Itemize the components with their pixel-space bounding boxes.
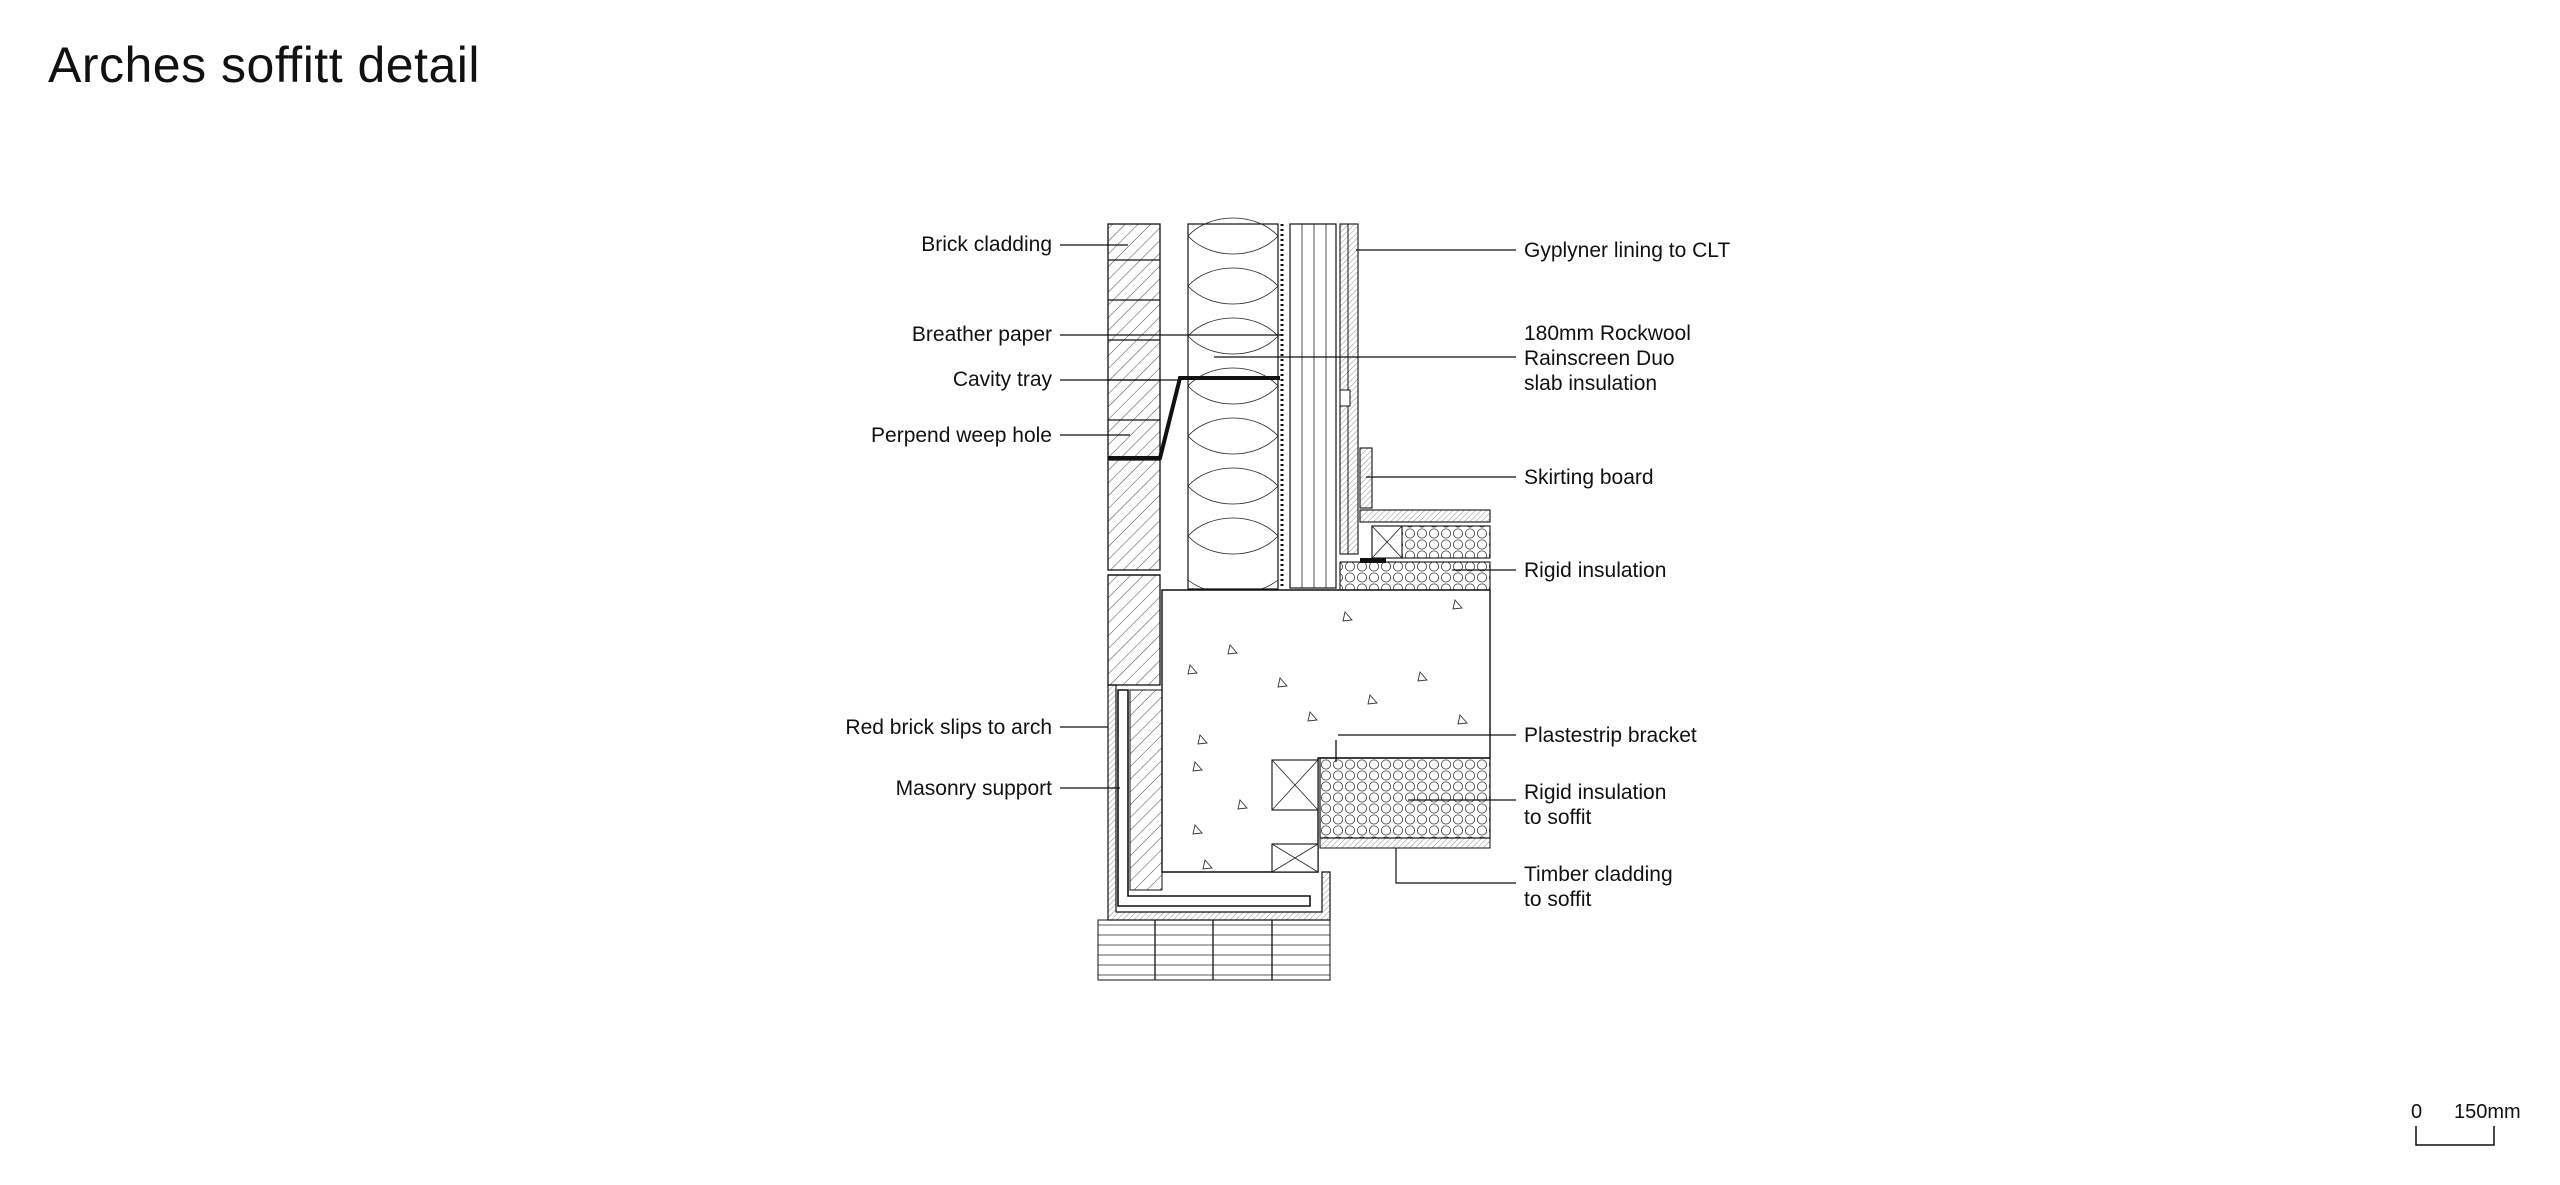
label-rockwool-line-2: Rainscreen Duo [1524, 347, 1675, 370]
skirting-board [1359, 447, 1373, 509]
label-gyplyner: Gyplyner lining to CLT [1524, 239, 1730, 262]
clt-panel [1289, 223, 1337, 589]
rockwool-insulation [1187, 217, 1279, 594]
label-red-brick-slips: Red brick slips to arch [845, 716, 1052, 739]
gyplyner-lining [1339, 223, 1359, 555]
label-rockwool-line-1: 180mm Rockwool [1524, 322, 1691, 345]
label-timber-cladding-soffit-line-1: Timber cladding [1524, 863, 1673, 886]
page-title: Arches soffitt detail [48, 37, 481, 93]
brick-courses-below [1097, 919, 1331, 981]
cavity-tray [1108, 376, 1280, 460]
label-cavity-tray: Cavity tray [953, 368, 1053, 391]
label-rigid-insulation-soffit-line-2: to soffit [1524, 806, 1591, 829]
scale-bar-end: 150mm [2454, 1101, 2521, 1123]
brick-cladding-wall [1107, 223, 1161, 686]
timber-blocking [1271, 759, 1319, 873]
label-masonry-support: Masonry support [896, 777, 1053, 800]
label-perpend-weep-hole: Perpend weep hole [871, 424, 1052, 447]
label-skirting-board: Skirting board [1524, 466, 1654, 489]
masonry-support [1107, 684, 1331, 921]
scale-bar: 0 150mm [2411, 1101, 2521, 1146]
label-rigid-insulation: Rigid insulation [1524, 559, 1666, 582]
floor-buildup [1339, 509, 1491, 591]
label-rigid-insulation-soffit-line-1: Rigid insulation [1524, 781, 1666, 804]
soffit-insulation [1319, 740, 1491, 849]
label-plastestrip-bracket: Plastestrip bracket [1524, 724, 1697, 747]
label-timber-cladding-soffit-line-2: to soffit [1524, 888, 1591, 911]
leader-lines-left [1060, 244, 1282, 789]
label-brick-cladding: Brick cladding [921, 233, 1052, 256]
leader-lines-right [1214, 249, 1516, 884]
label-rockwool-line-3: slab insulation [1524, 372, 1657, 395]
label-breather-paper: Breather paper [912, 323, 1052, 346]
scale-bar-start: 0 [2411, 1101, 2422, 1123]
